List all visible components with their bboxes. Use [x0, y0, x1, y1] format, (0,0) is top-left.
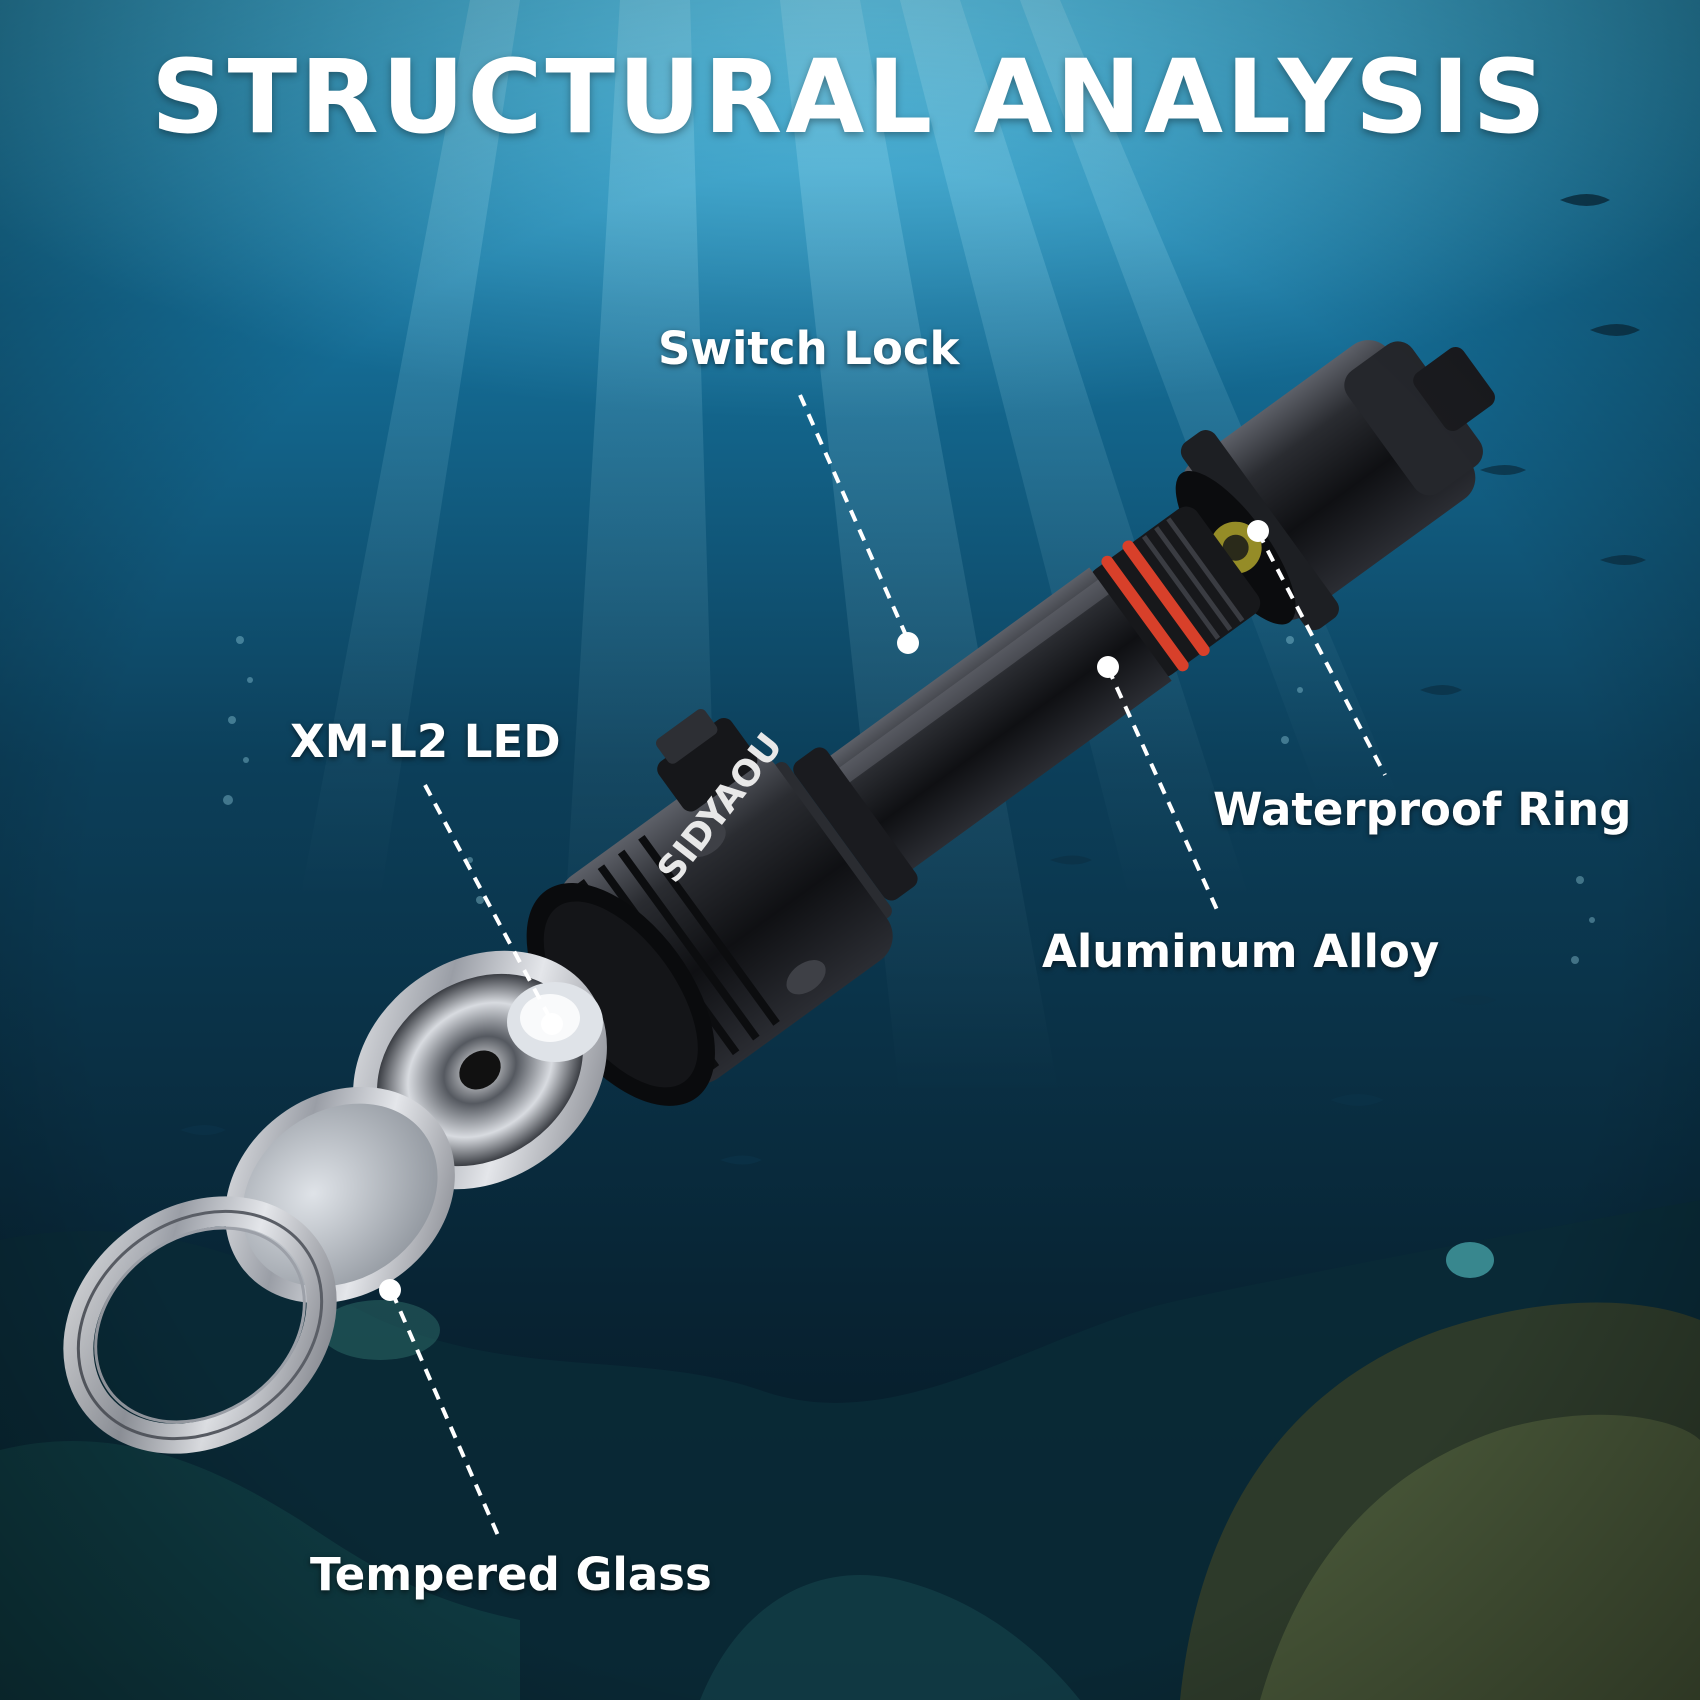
label-tempered-glass: Tempered Glass	[310, 1548, 712, 1601]
page-title: STRUCTURAL ANALYSIS	[151, 38, 1549, 157]
label-switch-lock: Switch Lock	[658, 322, 960, 375]
label-waterproof-ring: Waterproof Ring	[1213, 783, 1632, 836]
label-xm-l2-led: XM-L2 LED	[290, 715, 561, 768]
label-aluminum-alloy: Aluminum Alloy	[1042, 925, 1440, 978]
